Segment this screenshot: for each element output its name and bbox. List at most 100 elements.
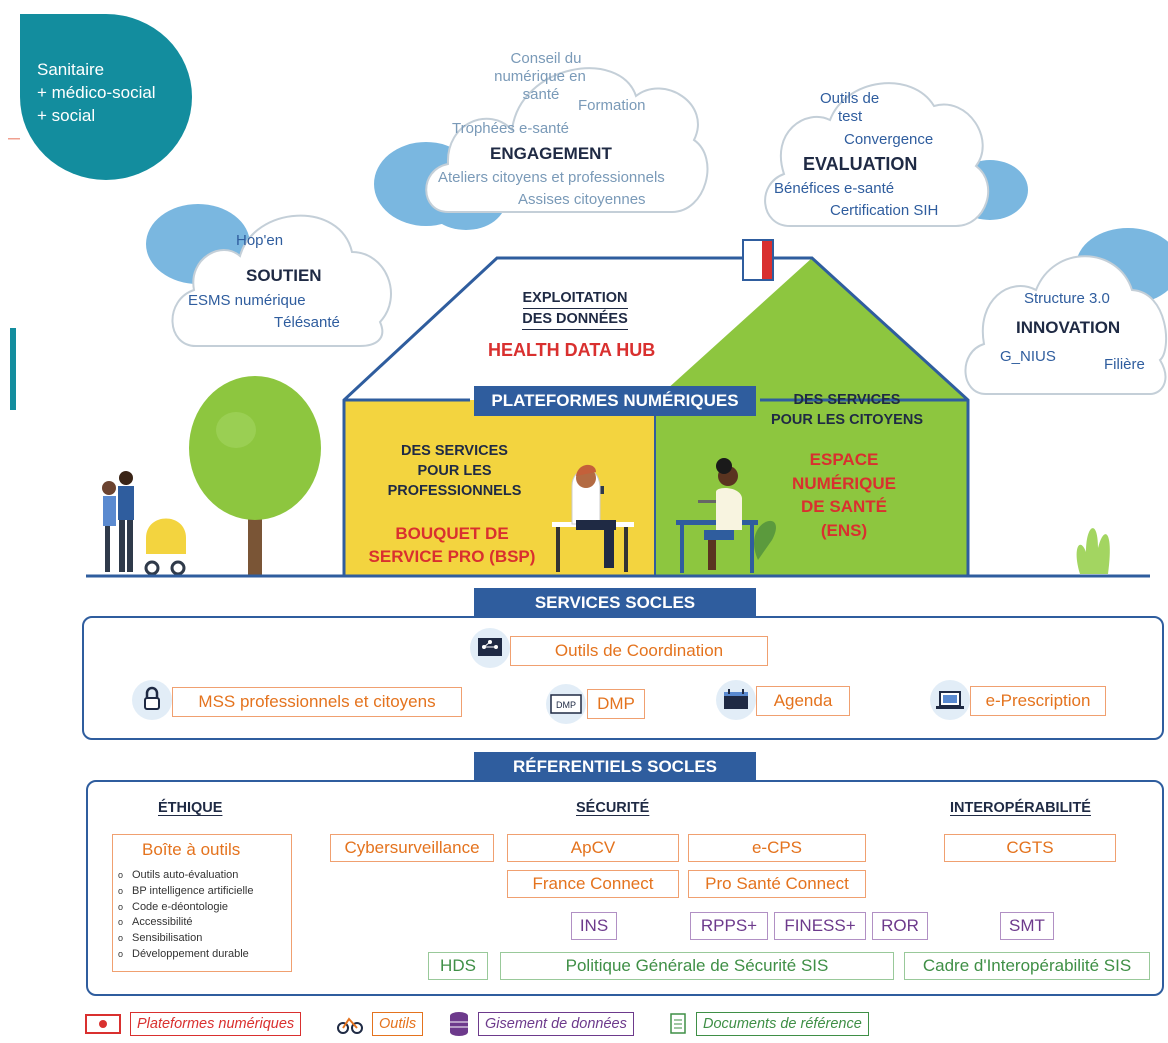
flag-icon (742, 239, 774, 281)
mss-service[interactable]: MSS professionnels et citoyens (172, 687, 462, 717)
sector-badge (20, 14, 192, 180)
bsp-label: BOUQUET DE SERVICE PRO (BSP) (352, 522, 552, 568)
services-panel (82, 616, 1164, 740)
toolbox-title: Boîte à outils (142, 840, 241, 859)
toolbox-item: BP intelligence artificielle (118, 884, 253, 900)
cloud-item: Trophées e-santé (452, 120, 570, 137)
coordination-tools[interactable]: Outils de Coordination (510, 636, 768, 666)
cloud-item: Outils de (820, 90, 880, 107)
ens-label: ESPACE NUMÉRIQUE DE SANTÉ (ENS) (770, 448, 918, 542)
professional-figure (552, 464, 634, 572)
cloud-engagement (374, 67, 709, 230)
referentiels-panel (86, 780, 1164, 996)
citizen-services: DES SERVICES POUR LES CITOYENS (758, 390, 936, 430)
eprescription-service[interactable]: e-Prescription (970, 686, 1106, 716)
cloud-item: Certification SIH (830, 202, 939, 219)
cloud-item: ESMS numérique (188, 292, 306, 309)
sector-badge-text: Sanitaire + médico-social + social (37, 58, 156, 127)
hds-chip[interactable]: HDS (428, 952, 488, 980)
ethique-heading: ÉTHIQUE (158, 800, 223, 816)
cloud-title: SOUTIEN (246, 266, 322, 285)
cloud-item: santé (522, 86, 560, 103)
cloud-item: Convergence (844, 131, 934, 148)
edge-bar (10, 328, 16, 410)
rpps-chip[interactable]: RPPS+ (690, 912, 768, 940)
cloud-title: ENGAGEMENT (490, 144, 612, 163)
network-icon (470, 628, 510, 668)
engagement-text: Conseil du numérique en santé Formation … (436, 50, 696, 212)
family-figure (102, 471, 186, 576)
cadre-interop-chip[interactable]: Cadre d'Interopérabilité SIS (904, 952, 1150, 980)
pro-line: DES SERVICES (401, 443, 508, 459)
pro-services: DES SERVICES POUR LES PROFESSIONNELS (372, 441, 537, 501)
ens-line: ESPACE (809, 450, 879, 469)
apcv-chip[interactable]: ApCV (507, 834, 679, 862)
badge-line: Sanitaire (37, 60, 105, 79)
cloud-item: Structure 3.0 (1024, 290, 1110, 307)
citizen-line: POUR LES CITOYENS (770, 412, 923, 428)
plant (1076, 528, 1110, 574)
cloud-item: Bénéfices e-santé (774, 180, 895, 197)
cloud-soutien (146, 204, 392, 347)
pro-sante-connect-chip[interactable]: Pro Santé Connect (688, 870, 866, 898)
pro-line: PROFESSIONNELS (387, 483, 522, 499)
cloud-item: numérique en (494, 68, 586, 85)
referentiels-title: RÉFERENTIELS SOCLES (474, 752, 756, 782)
france-connect-chip[interactable]: France Connect (507, 870, 679, 898)
cloud-item: Conseil du (510, 50, 582, 67)
badge-line: + social (37, 106, 96, 125)
toolbox-item: Code e-déontologie (118, 900, 253, 916)
legend-docs: Documents de référence (696, 1012, 869, 1036)
agenda-service[interactable]: Agenda (756, 686, 850, 716)
citizen-figure (676, 458, 776, 573)
toolbox-item: Accessibilité (118, 915, 253, 931)
database-icon (450, 1012, 468, 1036)
cloud-item: test (838, 108, 863, 125)
securite-heading: SÉCURITÉ (576, 800, 650, 816)
dmp-service[interactable]: DMP (587, 689, 645, 719)
ecps-chip[interactable]: e-CPS (688, 834, 866, 862)
toolbox-item: Développement durable (118, 947, 253, 963)
ens-line: (ENS) (820, 520, 868, 540)
health-data-hub: HEALTH DATA HUB (488, 340, 656, 360)
services-title: SERVICES SOCLES (474, 588, 756, 618)
cloud-item: Formation (578, 97, 646, 114)
legend-platforms: Plateformes numériques (130, 1012, 302, 1036)
citizen-line: DES SERVICES (793, 392, 901, 408)
toolbox-item: Sensibilisation (118, 931, 253, 947)
legend-data: Gisement de données (478, 1012, 634, 1036)
roof-line: DES DONNÉES (522, 309, 628, 330)
document-icon (670, 1013, 686, 1034)
legend: Plateformes numériques Outils Gisement d… (84, 1010, 894, 1038)
ror-chip[interactable]: ROR (872, 912, 928, 940)
bsp-line: BOUQUET DE (395, 524, 509, 543)
smt-chip[interactable]: SMT (1000, 912, 1054, 940)
cloud-item: Ateliers citoyens et professionnels (438, 169, 665, 186)
pgssi-chip[interactable]: Politique Générale de Sécurité SIS (500, 952, 894, 980)
cloud-item: Assises citoyennes (518, 191, 646, 208)
legend-tools: Outils (372, 1012, 424, 1036)
agenda-icon (716, 680, 756, 720)
screen-icon (85, 1014, 121, 1034)
bike-icon (337, 1017, 363, 1034)
badge-line: + médico-social (37, 83, 156, 102)
finess-chip[interactable]: FINESS+ (774, 912, 866, 940)
cybersurveillance-chip[interactable]: Cybersurveillance (330, 834, 494, 862)
pro-line: POUR LES (417, 463, 492, 479)
cloud-innovation (964, 228, 1168, 395)
roof-line: EXPLOITATION (522, 288, 628, 309)
toolbox-list: Outils auto-évaluation BP intelligence a… (118, 868, 253, 963)
ens-line: NUMÉRIQUE (792, 473, 896, 493)
bsp-line: SERVICE PRO (BSP) (368, 547, 536, 566)
cloud-item: G_NIUS (1000, 348, 1056, 365)
laptop-icon (930, 680, 970, 720)
roof-label: EXPLOITATION DES DONNÉES (500, 288, 650, 330)
dmp-icon: DMP (546, 684, 586, 724)
cloud-title: INNOVATION (1016, 318, 1121, 337)
dmp-icon-text: DMP (556, 700, 576, 710)
cloud-title: EVALUATION (803, 154, 918, 174)
cgts-chip[interactable]: CGTS (944, 834, 1116, 862)
ins-chip[interactable]: INS (571, 912, 617, 940)
edge-line (8, 138, 20, 140)
